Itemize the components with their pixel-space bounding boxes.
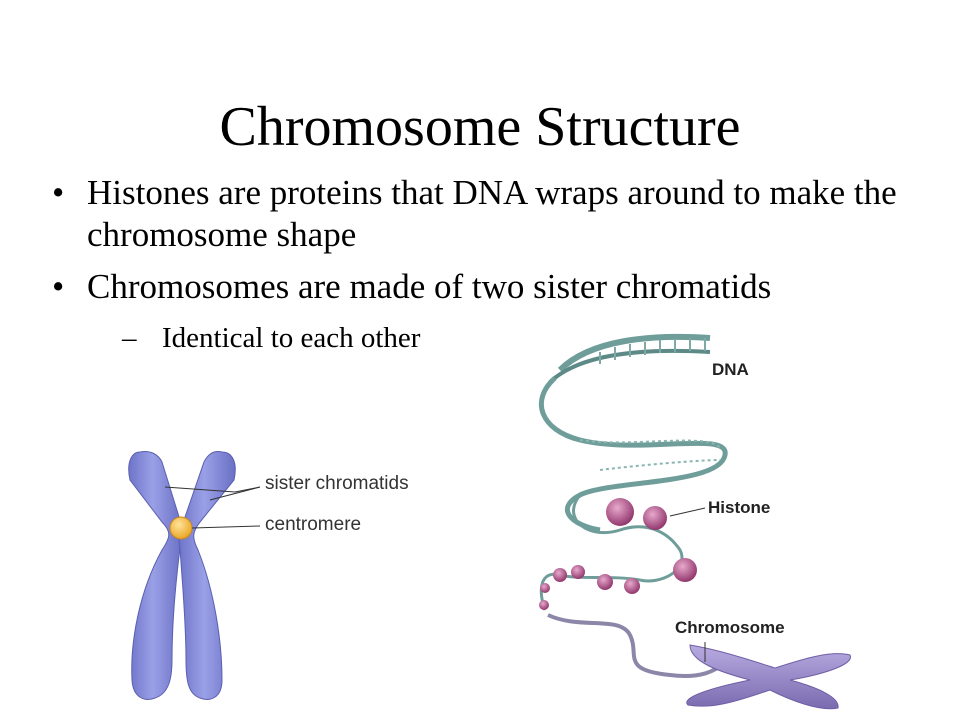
histone-beads [539,494,697,611]
chromosome-x [686,644,851,710]
centromere-label: centromere [265,514,362,535]
bullet-marker: • [52,267,65,306]
bullet-text: Chromosomes are made of two sister chrom… [87,267,772,306]
dna-packing-illustration [538,333,851,710]
dna-double-helix [538,333,728,533]
sub-bullet-marker: – [122,322,137,354]
dna-label: DNA [712,360,749,379]
centromere [169,516,193,540]
left-chromatid [128,451,183,700]
chromosome-diagram: sister chromatids centromere [110,440,410,710]
chromosome-label: Chromosome [675,618,785,637]
bullet-list: • Histones are proteins that DNA wraps a… [52,172,932,366]
sub-bullet-item: – Identical to each other [122,320,932,356]
sub-bullet-text: Identical to each other [162,322,421,354]
bullet-text: Histones are proteins that DNA wraps aro… [87,173,897,254]
slide-title: Chromosome Structure [219,96,741,158]
chromosome-illustration [128,451,261,700]
sister-chromatids-label: sister chromatids [265,473,409,494]
bullet-item: • Histones are proteins that DNA wraps a… [52,172,932,256]
histone-label: Histone [708,498,771,517]
bullet-item: • Chromosomes are made of two sister chr… [52,266,932,356]
bullet-marker: • [52,173,65,212]
dna-packing-diagram: DNA Histone Chromosome [520,320,860,720]
